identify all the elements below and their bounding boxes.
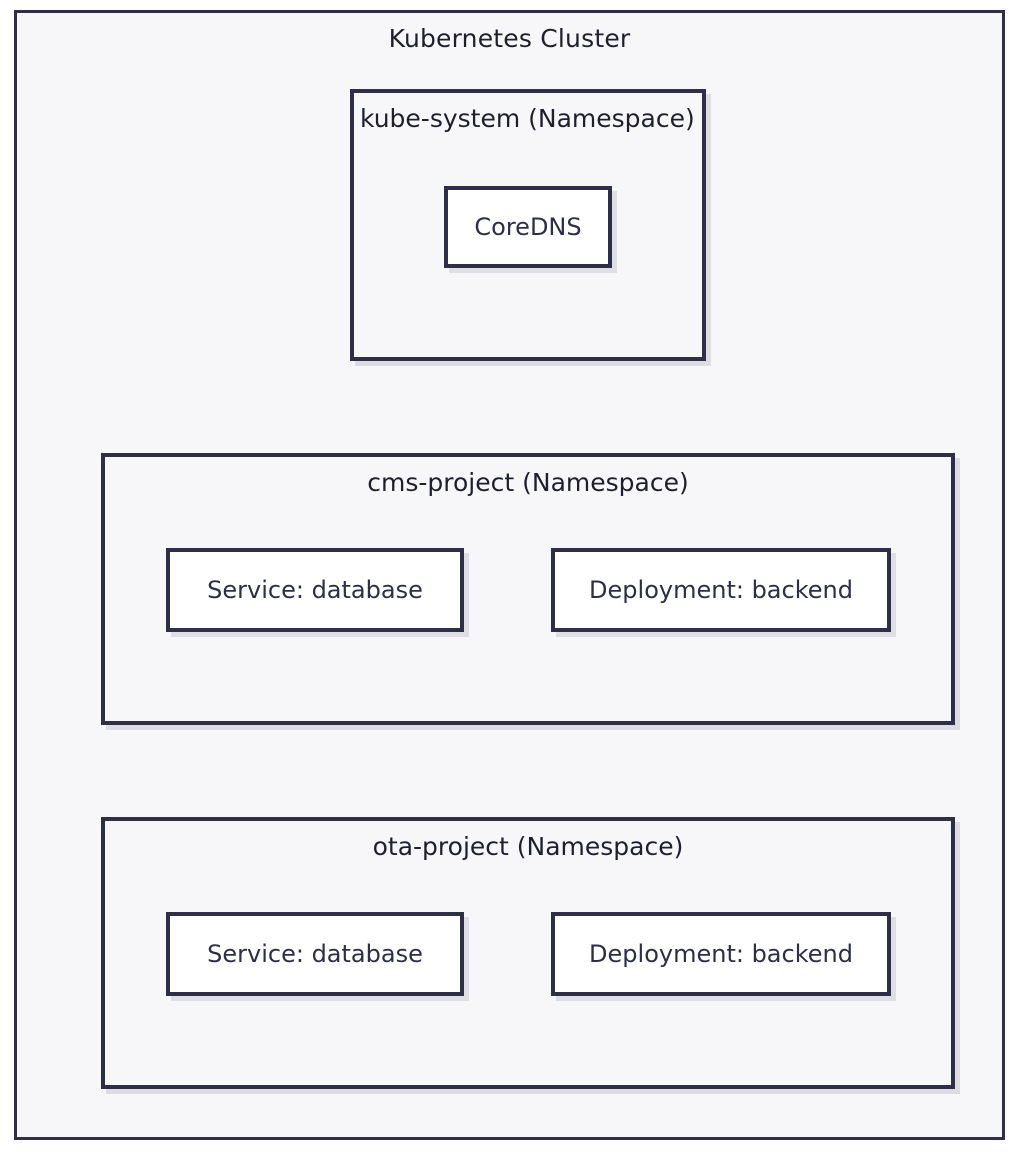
resource-cms-deployment-backend-label: Deployment: backend (589, 576, 853, 604)
resource-cms-service-database[interactable]: Service: database (166, 548, 464, 632)
namespace-kube-system-label: kube-system (Namespace) (360, 104, 695, 133)
namespace-ota-project[interactable]: ota-project (Namespace) Service: databas… (101, 817, 955, 1089)
cluster-title: Kubernetes Cluster (388, 24, 631, 53)
resource-cms-deployment-backend[interactable]: Deployment: backend (551, 548, 891, 632)
kubernetes-cluster-container: Kubernetes Cluster kube-system (Namespac… (14, 10, 1005, 1140)
resource-ota-deployment-backend-label: Deployment: backend (589, 940, 853, 968)
resource-ota-service-database-label: Service: database (207, 940, 423, 968)
namespace-ota-project-label: ota-project (Namespace) (372, 832, 684, 861)
namespace-kube-system[interactable]: kube-system (Namespace) CoreDNS (350, 89, 706, 361)
resource-cms-service-database-label: Service: database (207, 576, 423, 604)
resource-coredns-label: CoreDNS (474, 213, 582, 241)
namespace-cms-project-label: cms-project (Namespace) (367, 468, 689, 497)
resource-ota-deployment-backend[interactable]: Deployment: backend (551, 912, 891, 996)
resource-ota-service-database[interactable]: Service: database (166, 912, 464, 996)
namespace-cms-project[interactable]: cms-project (Namespace) Service: databas… (101, 453, 955, 725)
resource-coredns[interactable]: CoreDNS (444, 186, 612, 268)
